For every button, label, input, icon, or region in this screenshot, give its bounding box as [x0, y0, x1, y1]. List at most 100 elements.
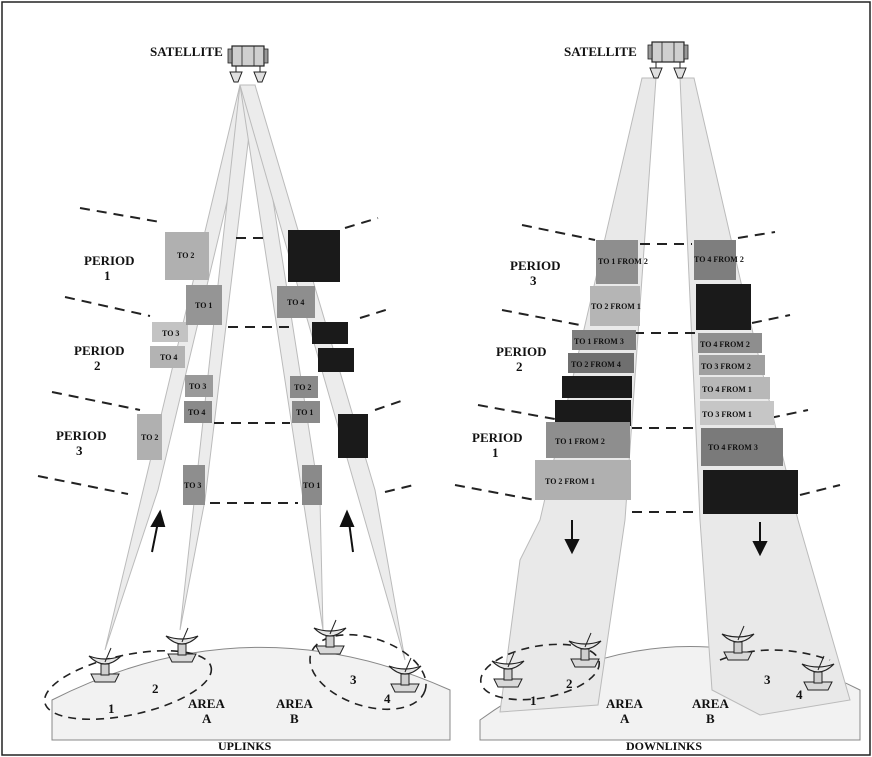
packet-label: TO 4 — [287, 298, 304, 307]
station-number: 1 — [530, 693, 537, 708]
period-label: PERIOD — [56, 428, 107, 443]
uplink-arrow-icon — [150, 509, 355, 553]
packet-box-dark — [562, 376, 632, 398]
station-number: 4 — [796, 687, 803, 702]
period-label: PERIOD — [84, 253, 135, 268]
packet-box — [186, 285, 222, 325]
area-letter: A — [620, 711, 630, 726]
packet-box-dark — [555, 400, 631, 426]
packet-label: TO 1 FROM 3 — [574, 337, 624, 346]
packet-box — [590, 286, 640, 326]
area-b-boundary — [309, 633, 427, 711]
period-label: PERIOD — [510, 258, 561, 273]
packet-box — [183, 465, 205, 505]
packet-box-dark — [696, 284, 751, 330]
period-number: 1 — [104, 268, 111, 283]
downlinks-panel: SATELLITE PERIOD 3 PERIOD 2 PERIOD 1 TO … — [454, 41, 861, 753]
packet-box-dark — [318, 348, 354, 372]
uplinks-panel: SATELLITE PERIOD 1 PERIOD 2 PERIOD 3 TO … — [37, 44, 451, 753]
packet-box — [152, 322, 188, 342]
packet-box — [698, 333, 762, 353]
packet-label: TO 1 — [195, 301, 212, 310]
period-number: 2 — [516, 359, 523, 374]
station-number: 1 — [108, 701, 115, 716]
packet-label: TO 2 — [294, 383, 311, 392]
packet-label: TO 1 FROM 2 — [555, 437, 605, 446]
downlink-arrow-icon — [564, 520, 768, 557]
area-letter: B — [290, 711, 299, 726]
station-number: 2 — [566, 676, 573, 691]
period-number: 1 — [492, 445, 499, 460]
packet-box — [572, 330, 636, 350]
packet-label: TO 2 FROM 1 — [545, 477, 595, 486]
packet-label: TO 4 FROM 3 — [708, 443, 758, 452]
period-number: 2 — [94, 358, 101, 373]
packet-label: TO 4 FROM 1 — [702, 385, 752, 394]
packet-label: TO 3 — [184, 481, 201, 490]
packet-box-dark — [338, 414, 368, 458]
packet-label: TO 2 FROM 1 — [591, 302, 641, 311]
station-number: 2 — [152, 681, 159, 696]
area-label: AREA — [692, 696, 729, 711]
downlinks-caption: DOWNLINKS — [626, 739, 702, 753]
packet-box-dark — [288, 230, 340, 282]
packet-box — [185, 375, 213, 397]
area-label: AREA — [276, 696, 313, 711]
satellite-icon — [227, 45, 269, 83]
period-boundaries — [454, 224, 841, 513]
packet-box — [277, 286, 315, 318]
packet-label: TO 1 FROM 2 — [598, 257, 648, 266]
packet-box — [137, 414, 162, 460]
packet-box — [694, 240, 736, 280]
uplink-beam-4 — [239, 84, 406, 661]
packet-box — [701, 428, 783, 466]
period-label: PERIOD — [74, 343, 125, 358]
packet-box — [596, 240, 638, 284]
uplink-beam-2 — [179, 84, 256, 631]
satellite-label: SATELLITE — [150, 44, 223, 59]
packet-label: TO 3 FROM 1 — [702, 410, 752, 419]
period-label: PERIOD — [472, 430, 523, 445]
packet-label: TO 2 — [177, 251, 194, 260]
satellite-icon — [647, 41, 689, 79]
packet-box — [535, 460, 631, 500]
packet-label: TO 4 — [188, 408, 205, 417]
packet-label: TO 3 FROM 2 — [701, 362, 751, 371]
station-number: 3 — [350, 672, 357, 687]
packet-label: TO 3 — [162, 329, 179, 338]
packet-label: TO 1 — [296, 408, 313, 417]
period-label: PERIOD — [496, 344, 547, 359]
area-b-boundary — [719, 649, 831, 661]
packet-box — [546, 422, 630, 458]
period-number: 3 — [76, 443, 83, 458]
area-a-boundary — [43, 649, 213, 721]
packet-label: TO 3 — [189, 382, 206, 391]
packet-box-dark — [312, 322, 348, 344]
ground-station-icon — [313, 619, 347, 655]
packet-box — [290, 376, 318, 398]
ground-station-icon — [165, 627, 199, 663]
area-letter: A — [202, 711, 212, 726]
uplink-beam-3 — [239, 84, 324, 631]
station-number: 4 — [384, 691, 391, 706]
packet-box — [165, 232, 209, 280]
packet-box — [302, 465, 322, 505]
packet-label: TO 2 — [141, 433, 158, 442]
period-number: 3 — [530, 273, 537, 288]
packet-box — [150, 346, 185, 368]
packet-label: TO 4 — [160, 353, 177, 362]
area-label: AREA — [188, 696, 225, 711]
area-a-boundary — [479, 643, 601, 701]
packet-label: TO 4 FROM 2 — [700, 340, 750, 349]
period-boundaries — [37, 207, 419, 504]
packet-label: TO 4 FROM 2 — [694, 255, 744, 264]
packet-box-dark — [703, 470, 798, 514]
area-letter: B — [706, 711, 715, 726]
packet-box — [292, 401, 320, 423]
packet-label: TO 1 — [303, 481, 320, 490]
ground-station-icon — [88, 647, 122, 683]
satellite-label: SATELLITE — [564, 44, 637, 59]
packet-box — [700, 377, 770, 399]
